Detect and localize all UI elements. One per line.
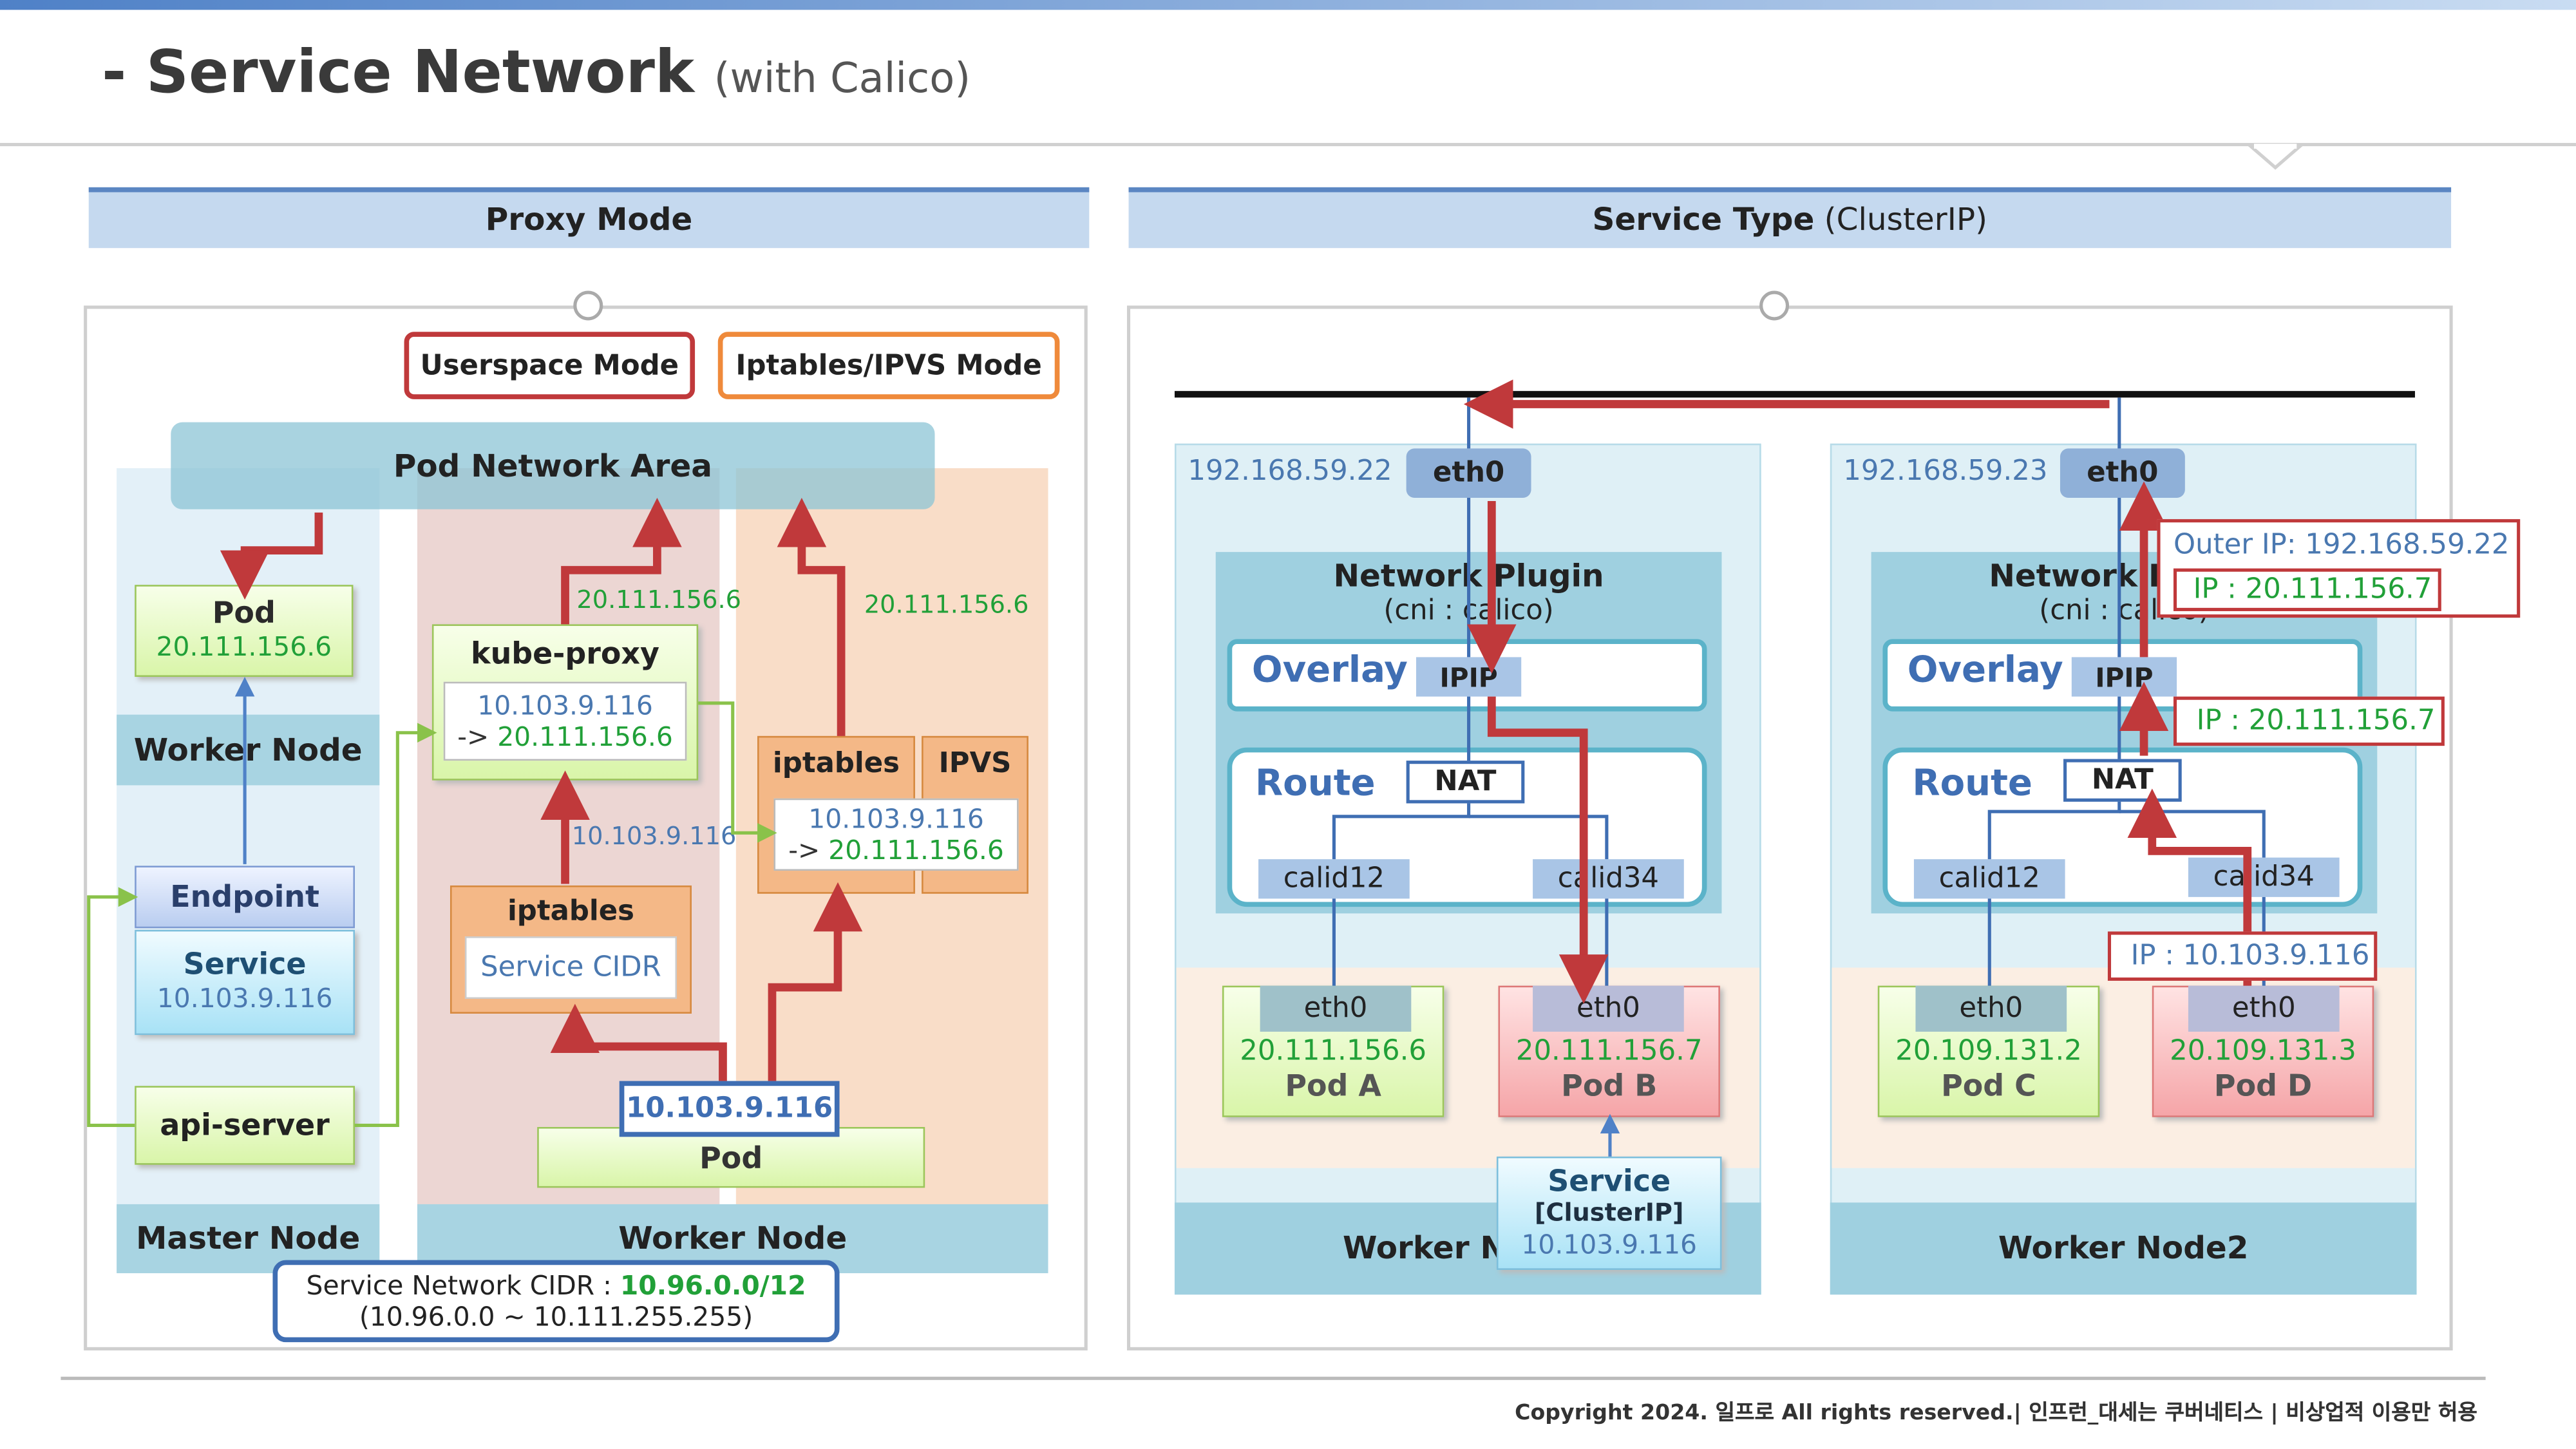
endpoint-box: Endpoint xyxy=(135,866,355,929)
pod-label: Pod xyxy=(212,596,276,631)
pod-b-ip: 20.111.156.7 xyxy=(1515,1035,1703,1068)
outer-ip-label: Outer IP: 192.168.59.22 xyxy=(2173,529,2510,562)
arrow-label-b: 10.103.9.116 xyxy=(571,821,737,851)
title-divider xyxy=(0,142,2576,147)
api-server-box: api-server xyxy=(135,1086,355,1165)
pod-d-name: Pod D xyxy=(2213,1068,2313,1103)
service-type-header: Service Type(ClusterIP) xyxy=(1128,187,2452,249)
outer-inner-ip-label: IP : 20.111.156.7 xyxy=(2173,568,2441,611)
proxy-mode-header: Proxy Mode xyxy=(88,187,1090,249)
node2-label: Worker Node2 xyxy=(1830,1202,2417,1295)
iptables-rule: 10.103.9.116 -> 20.111.156.6 xyxy=(773,798,1019,871)
service-ip-callout: IP : 10.103.9.116 xyxy=(2107,931,2378,981)
node1-overlay-label: Overlay xyxy=(1251,650,1408,692)
iptables-ipvs-box: iptables IPVS 10.103.9.116 -> 20.111.156… xyxy=(757,735,1028,894)
node2-plugin-title: Network Plugin (cni : calico) xyxy=(1989,558,2260,628)
service-cidr-box: Service CIDR xyxy=(464,936,677,999)
pod-c-name: Pod C xyxy=(1941,1068,2036,1103)
pod-d-eth0: eth0 xyxy=(2188,985,2340,1032)
worker-node-label-left: Worker Node xyxy=(117,714,380,786)
pod-b-eth0: eth0 xyxy=(1533,985,1684,1032)
arrow-label-a: 20.111.156.6 xyxy=(576,585,742,615)
pod-d-ip: 20.109.131.3 xyxy=(2170,1035,2356,1068)
node1-calid34: calid34 xyxy=(1533,859,1684,899)
pod-ip: 20.111.156.6 xyxy=(156,630,332,663)
pod-c-ip: 20.109.131.2 xyxy=(1895,1035,2082,1068)
service-network-cidr-box: Service Network CIDR : 10.96.0.0/12 (10.… xyxy=(272,1260,840,1343)
iptables-userspace-box: iptables Service CIDR xyxy=(450,885,692,1014)
ipip-ip-callout: IP : 20.111.156.7 xyxy=(2173,696,2445,746)
arrow-label-c: 20.111.156.6 xyxy=(864,589,1029,620)
service-box: Service 10.103.9.116 xyxy=(135,929,355,1036)
pod-b-name: Pod B xyxy=(1561,1068,1658,1103)
node1-eth0: eth0 xyxy=(1406,448,1531,498)
node2-calid12: calid12 xyxy=(1913,859,2065,899)
iptables-label-1: iptables xyxy=(507,895,635,929)
outer-ip-callout: Outer IP: 192.168.59.22 IP : 20.111.156.… xyxy=(2157,519,2521,618)
page-title: - Service Network (with Calico) xyxy=(102,39,971,122)
service-label: Service xyxy=(183,947,307,983)
footer-copyright: Copyright 2024. 일프로 All rights reserved.… xyxy=(1515,1401,2477,1426)
node2-overlay-label: Overlay xyxy=(1907,650,2063,692)
footer-divider xyxy=(61,1376,2486,1380)
userspace-mode-badge: Userspace Mode xyxy=(404,332,696,399)
cluster-ip-service-box: Service [ClusterIP] 10.103.9.116 xyxy=(1496,1156,1722,1270)
pod-c-eth0: eth0 xyxy=(1915,985,2067,1032)
node2-calid34: calid34 xyxy=(2188,857,2340,897)
service-type-panel xyxy=(1126,305,2453,1350)
node1-host-ip: 192.168.59.22 xyxy=(1188,455,1392,488)
pod-a-eth0: eth0 xyxy=(1260,985,1412,1032)
node2-host-ip: 192.168.59.23 xyxy=(1843,455,2048,488)
service-ip: 10.103.9.116 xyxy=(156,982,333,1014)
node2-nat: NAT xyxy=(2063,759,2182,802)
top-accent-bar xyxy=(0,0,2576,10)
kube-proxy-rule: 10.103.9.116 -> 20.111.156.6 xyxy=(443,681,687,761)
title-main: Service Network xyxy=(146,39,695,107)
pod-a-name: Pod A xyxy=(1285,1068,1381,1103)
pod-network-area: Pod Network Area xyxy=(171,422,935,509)
node2-route-label: Route xyxy=(1912,764,2032,805)
pod-a-ip: 20.111.156.6 xyxy=(1240,1035,1426,1068)
title-sub: (with Calico) xyxy=(714,54,971,102)
node1-nat: NAT xyxy=(1406,761,1525,804)
pod-box: Pod 20.111.156.6 xyxy=(135,585,354,677)
title-dash: - xyxy=(102,39,127,107)
client-pod-dest-ip: 10.103.9.116 xyxy=(619,1081,840,1137)
node1-calid12: calid12 xyxy=(1258,859,1410,899)
node1-route-label: Route xyxy=(1255,764,1376,805)
kube-proxy-label: kube-proxy xyxy=(471,636,659,672)
iptables-ipvs-mode-badge: Iptables/IPVS Mode xyxy=(717,332,1060,399)
network-bus-line xyxy=(1174,391,2415,398)
